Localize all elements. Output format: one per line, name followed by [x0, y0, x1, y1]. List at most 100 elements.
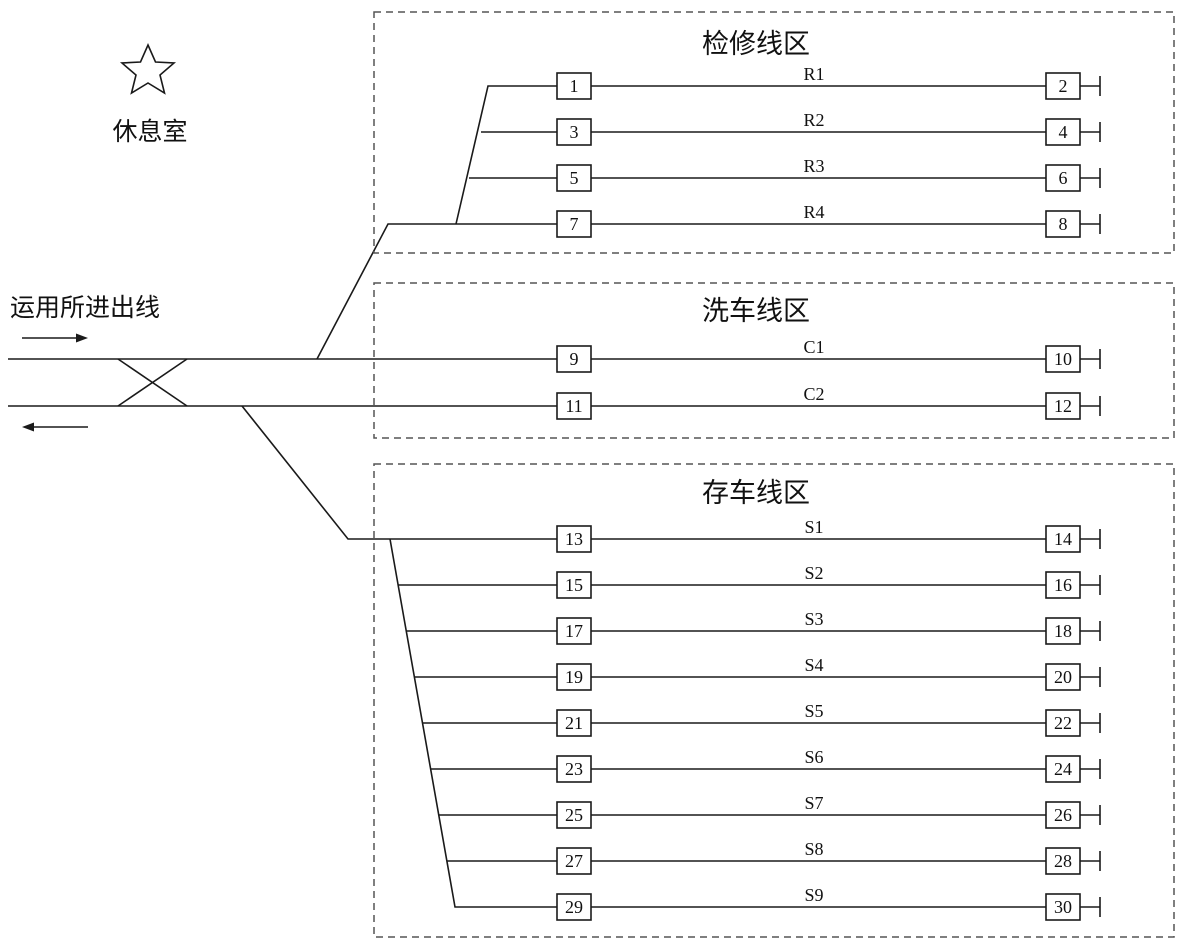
track-end-number: 12 [1054, 396, 1072, 416]
track: 13 14 S1 [556, 517, 1101, 553]
track-start-number: 27 [565, 851, 583, 871]
track-end-number: 16 [1054, 575, 1072, 595]
track-end-number: 10 [1054, 349, 1072, 369]
track-end-box [1045, 392, 1081, 420]
track-name: S1 [804, 517, 823, 537]
washing-zone-frame [373, 282, 1175, 439]
track-end-number: 20 [1054, 667, 1072, 687]
track-start-number: 21 [565, 713, 583, 733]
track-end-number: 30 [1054, 897, 1072, 917]
track-end-number: 18 [1054, 621, 1072, 641]
rest-room: 休息室 [112, 43, 188, 146]
track: 15 16 S2 [556, 563, 1101, 599]
track-name: S5 [804, 701, 823, 721]
zone-title-storage: 存车线区 [702, 478, 810, 509]
track-end-number: 14 [1054, 529, 1072, 549]
track-start-box [556, 392, 592, 420]
track: 1 2 R1 [556, 64, 1101, 100]
track-network [8, 85, 557, 908]
track: 17 18 S3 [556, 609, 1101, 645]
track-name: C2 [803, 384, 824, 404]
track-start-box [556, 709, 592, 737]
track-end-box [1045, 571, 1081, 599]
track-start-box [556, 118, 592, 146]
track-start-number: 7 [570, 214, 579, 234]
track-name: C1 [803, 337, 824, 357]
track-name: S9 [804, 885, 823, 905]
track-start-box [556, 755, 592, 783]
track-start-number: 13 [565, 529, 583, 549]
track: 29 30 S9 [556, 885, 1101, 921]
track: 27 28 S8 [556, 839, 1101, 875]
track-end-number: 4 [1059, 122, 1068, 142]
track-start-number: 25 [565, 805, 583, 825]
track-name: S7 [804, 793, 823, 813]
track: 25 26 S7 [556, 793, 1101, 829]
track-name: R4 [803, 202, 824, 222]
track-name: S6 [804, 747, 823, 767]
track-end-box [1045, 663, 1081, 691]
track-end-number: 26 [1054, 805, 1072, 825]
track: 19 20 S4 [556, 655, 1101, 691]
track-start-number: 1 [570, 76, 579, 96]
track-name: R3 [803, 156, 824, 176]
track-start-number: 17 [565, 621, 583, 641]
track-end-box [1045, 617, 1081, 645]
track: 3 4 R2 [556, 110, 1101, 146]
track-start-box [556, 571, 592, 599]
track-name: S8 [804, 839, 823, 859]
entry-line-label: 运用所进出线 [10, 293, 160, 322]
track-start-box [556, 345, 592, 373]
track-start-box [556, 893, 592, 921]
track-end-number: 24 [1054, 759, 1072, 779]
zone-title-washing: 洗车线区 [702, 296, 810, 327]
track-start-number: 3 [570, 122, 579, 142]
outbound-arrow [22, 422, 88, 432]
track-start-number: 19 [565, 667, 583, 687]
track-start-number: 23 [565, 759, 583, 779]
track-start-number: 29 [565, 897, 583, 917]
track-start-box [556, 617, 592, 645]
track-start-box [556, 847, 592, 875]
track-end-box [1045, 72, 1081, 100]
track-end-number: 28 [1054, 851, 1072, 871]
track-name: S4 [804, 655, 823, 675]
track-end-box [1045, 755, 1081, 783]
track-end-box [1045, 893, 1081, 921]
track-end-box [1045, 118, 1081, 146]
track-name: R2 [803, 110, 824, 130]
track-name: S2 [804, 563, 823, 583]
track-start-number: 5 [570, 168, 579, 188]
track-start-number: 15 [565, 575, 583, 595]
track-end-box [1045, 525, 1081, 553]
star-outline-icon [119, 43, 177, 95]
track-start-box [556, 525, 592, 553]
inbound-arrow [22, 333, 88, 343]
track-end-box [1045, 345, 1081, 373]
track-start-number: 11 [565, 396, 582, 416]
track-start-box [556, 72, 592, 100]
zone-title-maintenance: 检修线区 [702, 29, 810, 60]
track: 23 24 S6 [556, 747, 1101, 783]
track-start-number: 9 [570, 349, 579, 369]
track-end-box [1045, 847, 1081, 875]
track-name: R1 [803, 64, 824, 84]
track-end-box [1045, 709, 1081, 737]
track-end-box [1045, 801, 1081, 829]
track-end-number: 8 [1059, 214, 1068, 234]
track-end-box [1045, 210, 1081, 238]
track-end-number: 2 [1059, 76, 1068, 96]
track-start-box [556, 663, 592, 691]
track: 5 6 R3 [556, 156, 1101, 192]
track-name: S3 [804, 609, 823, 629]
track-end-box [1045, 164, 1081, 192]
track-end-number: 6 [1059, 168, 1068, 188]
track-start-box [556, 164, 592, 192]
track: 11 12 C2 [556, 384, 1101, 420]
storage-zone-frame [373, 463, 1175, 938]
track: 9 10 C1 [556, 337, 1101, 373]
track-start-box [556, 210, 592, 238]
